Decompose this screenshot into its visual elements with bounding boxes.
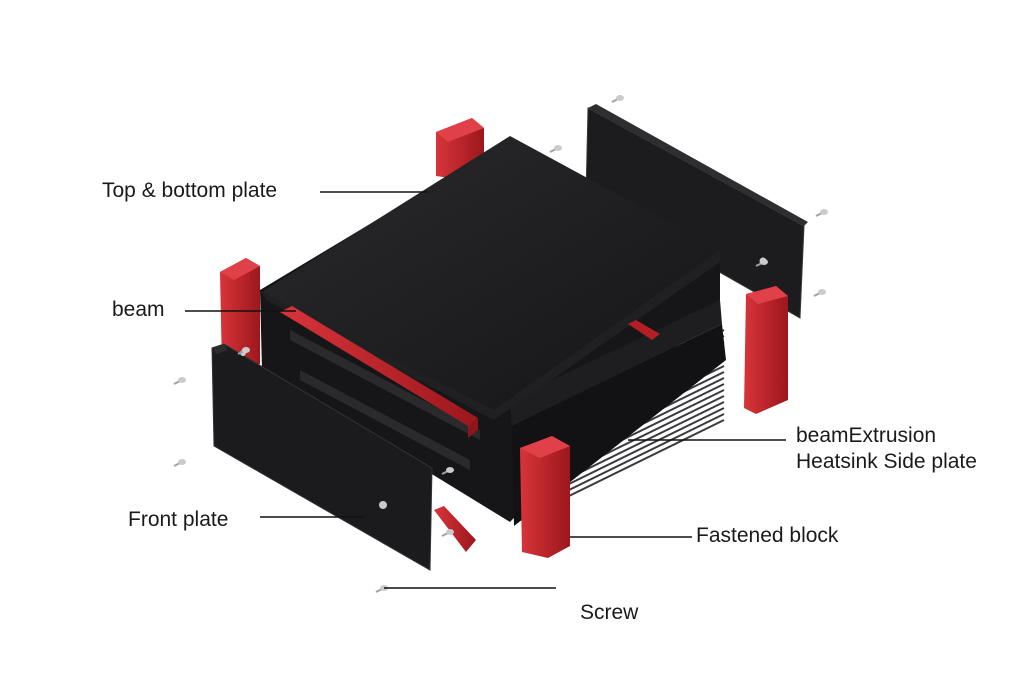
screw-icon	[441, 467, 454, 475]
screw-icon	[813, 289, 826, 297]
fastened-block-front-right	[520, 436, 570, 558]
front-rail-piece	[434, 506, 476, 552]
screw-icon	[815, 209, 828, 217]
screw-icon	[173, 377, 186, 385]
fastened-block-back-right	[744, 286, 788, 414]
screw-icon	[755, 259, 768, 267]
beam-bar	[280, 306, 478, 438]
label-heatsink-side-plate: Heatsink Side plate	[796, 450, 977, 473]
label-beam-extrusion: beamExtrusion	[796, 424, 937, 447]
screw-icon	[549, 145, 562, 153]
fastened-block-left	[220, 258, 260, 374]
beam-bar-back	[628, 320, 660, 340]
screw-icon	[173, 459, 186, 467]
front-plate	[211, 343, 433, 571]
label-beam: beam	[112, 298, 165, 321]
label-front-plate: Front plate	[128, 508, 229, 531]
screws	[173, 95, 828, 593]
screw-icon	[611, 95, 624, 103]
label-top-bottom-plate: Top & bottom plate	[102, 179, 278, 202]
label-screw: Screw	[580, 601, 639, 624]
screw-icon	[441, 529, 454, 537]
leader-lines	[185, 191, 786, 589]
screw-icon	[237, 347, 250, 355]
label-fastened-block: Fastened block	[696, 524, 839, 547]
